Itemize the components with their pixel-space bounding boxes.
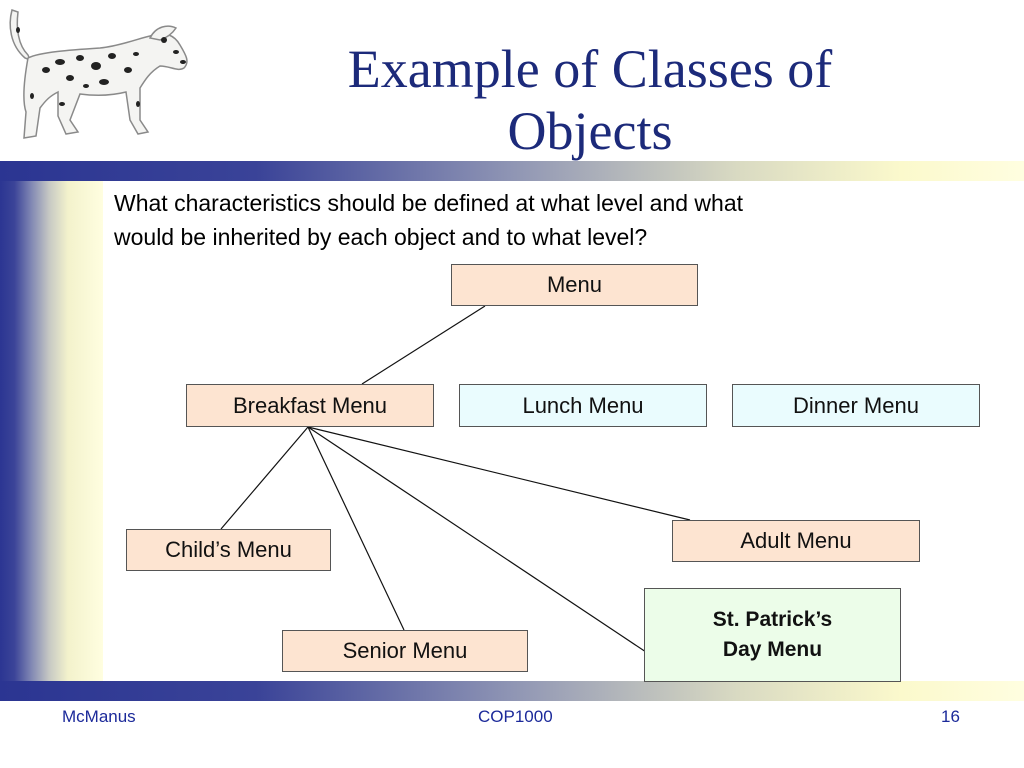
slide-title: Example of Classes of Objects: [230, 38, 950, 162]
question-line-2: would be inherited by each object and to…: [114, 224, 648, 250]
footer-author: McManus: [62, 707, 136, 726]
footer-course: COP1000: [478, 707, 553, 726]
top-gradient-band: [0, 161, 1024, 181]
connector-breakfast-stpatrick: [307, 426, 647, 653]
slide-title-line-1: Example of Classes of: [347, 39, 833, 99]
connector-breakfast-adult: [307, 426, 691, 521]
connector-breakfast-child: [220, 426, 309, 530]
question-line-1: What characteristics should be defined a…: [114, 190, 744, 216]
left-gradient-bar: [0, 181, 103, 681]
question-text: What characteristics should be defined a…: [114, 186, 914, 254]
node-breakfast-menu-label: Breakfast Menu: [232, 392, 388, 418]
slide-title-line-2: Objects: [507, 101, 673, 161]
node-senior-menu: Senior Menu: [282, 630, 528, 672]
footer-page-number: 16: [941, 707, 960, 726]
node-lunch-menu: Lunch Menu: [459, 384, 707, 427]
connector-breakfast-senior: [307, 426, 405, 631]
node-stpatricks-line-2: Day Menu: [722, 638, 823, 661]
node-stpatricks-day-menu: St. Patrick’s Day Menu: [644, 588, 901, 682]
node-adult-menu-label: Adult Menu: [740, 528, 852, 553]
node-stpatricks-line-1: St. Patrick’s: [712, 608, 833, 631]
dalmatian-dog-icon: [9, 9, 188, 139]
connector-menu-breakfast: [361, 305, 486, 385]
node-senior-menu-label: Senior Menu: [342, 638, 468, 663]
node-breakfast-menu: Breakfast Menu: [186, 384, 434, 427]
node-menu: Menu: [451, 264, 698, 306]
node-menu-label: Menu: [546, 272, 603, 297]
node-adult-menu: Adult Menu: [672, 520, 920, 562]
node-childs-menu-label: Child’s Menu: [165, 537, 292, 562]
node-lunch-menu-label: Lunch Menu: [522, 392, 644, 418]
node-dinner-menu: Dinner Menu: [732, 384, 980, 427]
node-dinner-menu-label: Dinner Menu: [793, 392, 919, 418]
node-childs-menu: Child’s Menu: [126, 529, 331, 571]
bottom-gradient-band: [0, 681, 1024, 701]
